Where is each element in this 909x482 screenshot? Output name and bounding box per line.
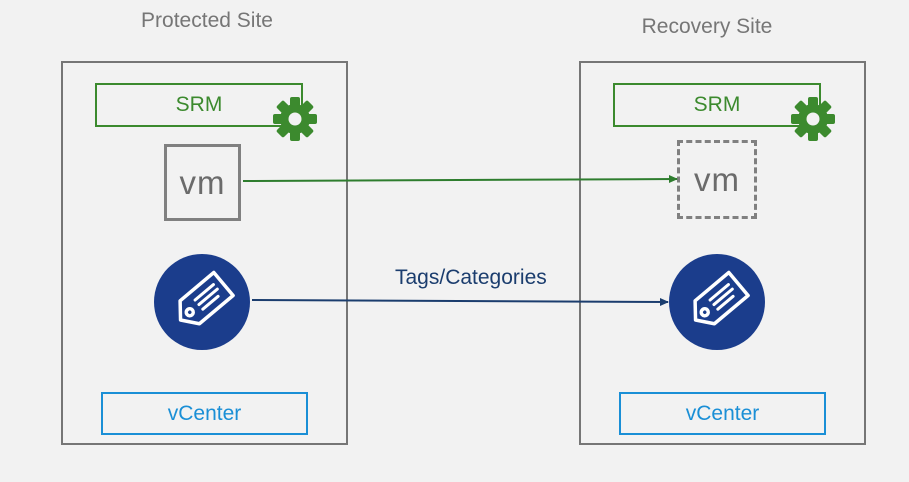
- tags-replication-arrow: [251, 297, 669, 306]
- recovery-vm-placeholder-box: vm: [677, 140, 757, 219]
- recovery-site-title: Recovery Site: [641, 15, 773, 38]
- recovery-site-box: [579, 61, 866, 445]
- recovery-tag-circle: [669, 254, 765, 350]
- protected-vm-label: vm: [179, 163, 226, 201]
- tag-icon: [178, 270, 235, 326]
- gear-icon: [791, 97, 835, 141]
- vm-replication-arrow: [242, 175, 678, 184]
- protected-tag-circle: [154, 254, 250, 350]
- recovery-vcenter-box: vCenter: [619, 392, 826, 435]
- recovery-vm-label: vm: [694, 160, 740, 198]
- tags-categories-label: Tags/Categories: [395, 266, 547, 289]
- recovery-vcenter-label: vCenter: [685, 401, 760, 425]
- protected-vcenter-label: vCenter: [167, 401, 242, 425]
- protected-vcenter-box: vCenter: [101, 392, 308, 435]
- protected-site-box: [61, 61, 348, 445]
- protected-srm-label: SRM: [175, 93, 223, 116]
- protected-vm-box: vm: [164, 144, 241, 221]
- tag-icon: [693, 270, 750, 326]
- recovery-srm-label: SRM: [693, 93, 741, 116]
- protected-site-title: Protected Site: [141, 9, 273, 32]
- gear-icon: [273, 97, 317, 141]
